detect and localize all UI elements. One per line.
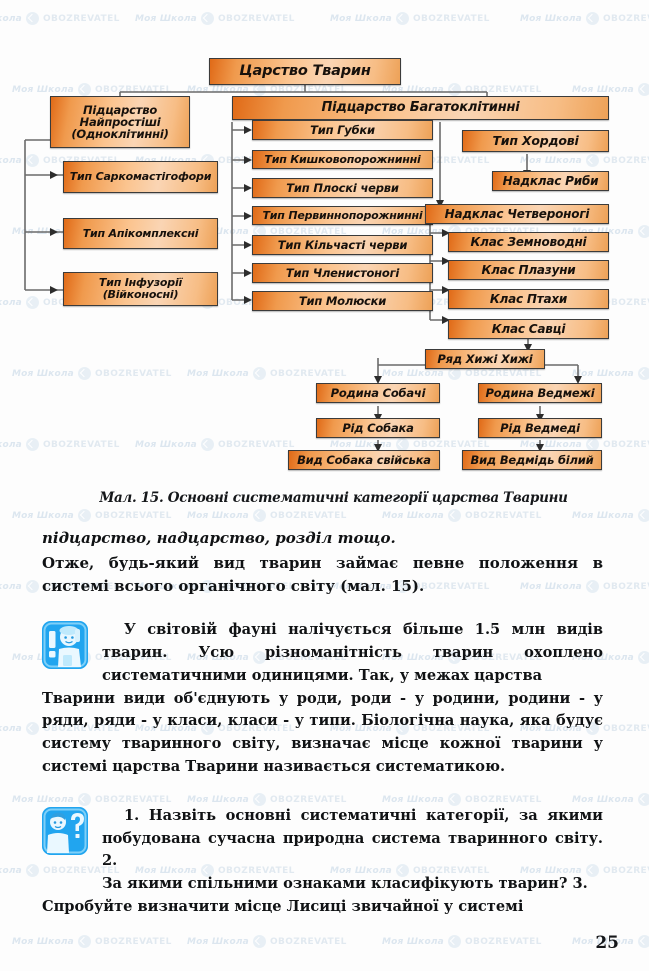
node-family-canidae-label: Родина Собачі <box>330 385 426 400</box>
circle-arrow-icon <box>77 935 91 948</box>
node-superclass-fish: Надклас Риби <box>492 171 609 191</box>
watermark-school-label: Моя Школа <box>382 936 444 947</box>
watermark-school-label: Моя Школа <box>12 936 74 947</box>
node-genus-ursus-label: Рід Ведмеді <box>500 420 580 435</box>
node-class-mammalia: Клас Савці <box>448 319 609 339</box>
page-content: Мал. 15. Основні систематичні категорії … <box>0 485 649 919</box>
node-type-flatworms-label: Тип Плоскі черви <box>286 180 399 195</box>
node-family-canidae: Родина Собачі <box>316 383 440 403</box>
node-type-mollusca-label: Тип Молюски <box>298 293 387 308</box>
node-superclass-fish-label: Надклас Риби <box>502 173 599 188</box>
node-species-dog-label: Вид Собака свійська <box>297 452 431 467</box>
node-class-amphibia-label: Клас Земноводні <box>470 234 587 249</box>
exclamation-person-icon <box>42 621 88 670</box>
figure-diagram: Царство Тварин Підцарство Найпростіші (О… <box>0 0 649 485</box>
node-type-sarcomastigophora-label: Тип Саркомастігофори <box>69 170 212 184</box>
node-class-aves-label: Клас Птахи <box>489 291 568 306</box>
info-block-line1: У світовій фауні налічується більше 1.5 … <box>102 621 603 684</box>
node-type-sarcomastigophora: Тип Саркомастігофори <box>63 161 218 193</box>
node-class-reptilia-label: Клас Плазуни <box>481 262 576 277</box>
watermark-brand-label: OBOZREVATEL <box>464 936 542 947</box>
node-type-nematoda-label: Тип Первиннопорожнинні <box>262 208 423 222</box>
node-type-infusoria-label: Тип Інфузорії (Війконосні) <box>98 276 183 301</box>
watermark: Моя Школа OBOZREVATEL <box>12 935 172 948</box>
page-number: 25 <box>595 933 619 953</box>
node-family-ursidae-label: Родина Ведмежі <box>485 385 595 400</box>
figure-caption: Мал. 15. Основні систематичні категорії … <box>99 490 568 506</box>
node-order-carnivora: Ряд Хижі Хижі <box>425 349 545 369</box>
node-superclass-tetrapods: Надклас Четвероногі <box>425 204 609 224</box>
circle-arrow-icon <box>447 935 461 948</box>
node-type-mollusca: Тип Молюски <box>252 291 433 311</box>
node-type-arthropoda: Тип Членистоногі <box>252 263 433 283</box>
question-block: 1. Назвіть основні систематичні категорі… <box>0 805 649 919</box>
node-type-apicomplexa: Тип Апікомплексні <box>63 218 218 249</box>
node-class-reptilia: Клас Плазуни <box>448 260 609 280</box>
node-type-chordata-label: Тип Хордові <box>492 133 579 149</box>
node-kingdom-label: Царство Тварин <box>239 62 371 79</box>
watermark-brand-label: OBOZREVATEL <box>94 936 172 947</box>
node-species-polar-bear-label: Вид Ведмідь білий <box>470 452 594 467</box>
paragraph-conclusion: Отже, будь-який вид тварин займає певне … <box>42 553 603 595</box>
node-type-infusoria: Тип Інфузорії (Війконосні) <box>63 272 218 306</box>
node-genus-canis: Рід Собака <box>316 418 440 438</box>
node-type-chordata: Тип Хордові <box>462 130 609 152</box>
node-species-dog: Вид Собака свійська <box>288 450 440 470</box>
node-class-amphibia: Клас Земноводні <box>448 232 609 252</box>
watermark-school-label: Моя Школа <box>187 936 249 947</box>
node-species-polar-bear: Вид Ведмідь білий <box>462 450 602 470</box>
watermark: Моя Школа OBOZREVATEL <box>187 935 347 948</box>
node-kingdom: Царство Тварин <box>209 58 401 85</box>
info-block-line2: Тварини види об'єднують у роди, роди - у… <box>42 689 603 775</box>
circle-arrow-icon <box>252 935 266 948</box>
node-type-annelida-label: Тип Кільчасті черви <box>277 237 408 252</box>
circle-arrow-icon <box>637 935 649 948</box>
node-genus-ursus: Рід Ведмеді <box>478 418 602 438</box>
node-order-carnivora-label: Ряд Хижі Хижі <box>437 351 533 366</box>
node-class-aves: Клас Птахи <box>448 289 609 309</box>
node-family-ursidae: Родина Ведмежі <box>478 383 602 403</box>
node-type-coelenterata: Тип Кишковопорожнинні <box>252 150 433 169</box>
node-type-flatworms: Тип Плоскі черви <box>252 178 433 198</box>
node-superclass-tetrapods-label: Надклас Четвероногі <box>444 206 590 221</box>
question-person-icon <box>42 806 88 855</box>
paragraph-terms: підцарство, надцарство, розділ тощо. <box>42 529 396 547</box>
node-type-nematoda: Тип Первиннопорожнинні <box>252 206 433 225</box>
node-type-annelida: Тип Кільчасті черви <box>252 235 433 255</box>
node-genus-canis-label: Рід Собака <box>342 420 414 435</box>
node-subkingdom-metazoa: Підцарство Багатоклітинні <box>232 96 609 120</box>
node-type-apicomplexa-label: Тип Апікомплексні <box>82 226 199 240</box>
node-type-arthropoda-label: Тип Членистоногі <box>285 265 400 280</box>
node-class-mammalia-label: Клас Савці <box>491 321 566 336</box>
info-block: У світовій фауні налічується більше 1.5 … <box>0 619 649 778</box>
node-subkingdom-protozoa: Підцарство Найпростіші (Одноклітинні) <box>50 96 190 148</box>
node-type-sponges: Тип Губки <box>252 120 433 140</box>
question-block-line3: Спробуйте визначити місце Лисиці звичайн… <box>42 897 524 915</box>
watermark: Моя Школа OBOZREVATEL <box>382 935 542 948</box>
node-type-coelenterata-label: Тип Кишковопорожнинні <box>264 152 421 166</box>
question-block-line2: За якими спільними ознаками класифікують… <box>102 875 588 893</box>
node-subkingdom-protozoa-label: Підцарство Найпростіші (Одноклітинні) <box>71 102 169 142</box>
node-type-sponges-label: Тип Губки <box>310 122 375 137</box>
node-subkingdom-metazoa-label: Підцарство Багатоклітинні <box>321 100 520 116</box>
question-block-line1: 1. Назвіть основні систематичні категорі… <box>102 806 603 870</box>
watermark-brand-label: OBOZREVATEL <box>269 936 347 947</box>
